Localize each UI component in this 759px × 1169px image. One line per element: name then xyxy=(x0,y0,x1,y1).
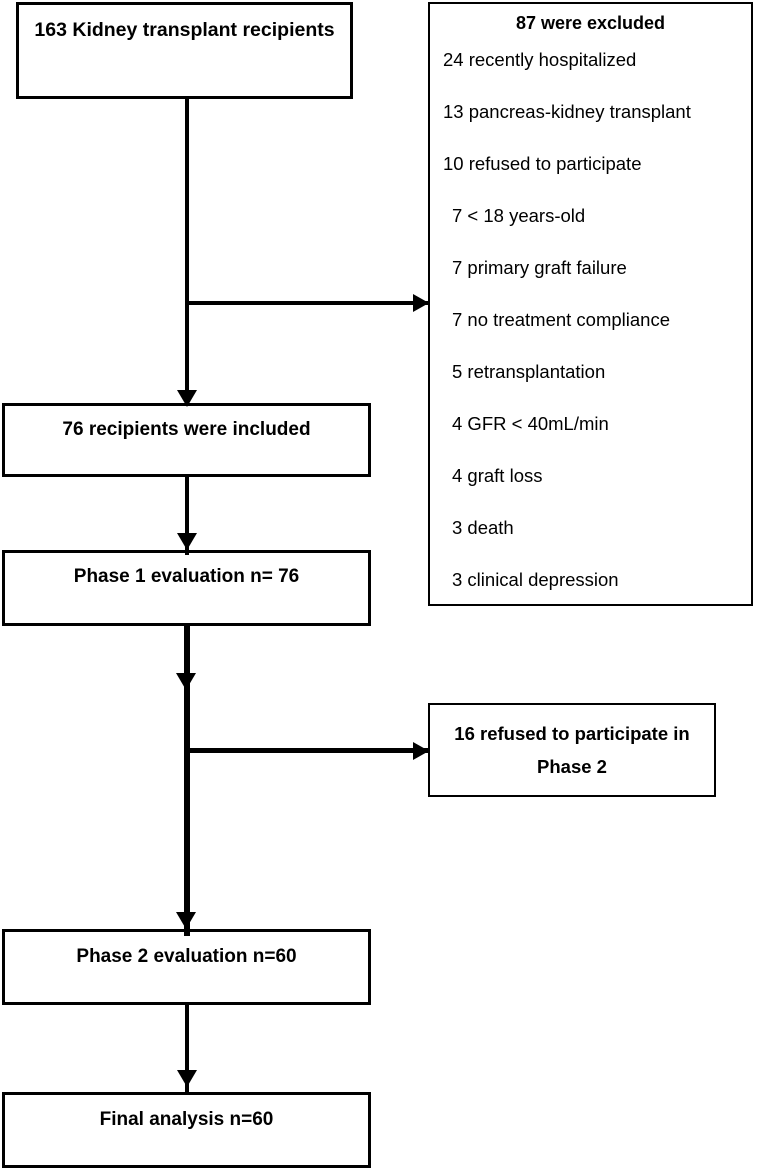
node-label: 76 recipients were included xyxy=(62,419,311,440)
node-label: 163 Kidney transplant recipients xyxy=(34,19,335,41)
exclusion-item: 5 retransplantation xyxy=(452,361,606,382)
exclusion-item: 7 < 18 years-old xyxy=(452,205,586,226)
arrowhead-down-icon xyxy=(176,912,196,929)
exclusion-item: 7 no treatment compliance xyxy=(452,309,671,330)
node-label: Phase 2 evaluation n=60 xyxy=(76,946,297,967)
connector-recipients-to-included xyxy=(185,99,189,398)
arrowhead-right-icon xyxy=(413,294,429,312)
node-exclusions: 87 were excluded 24 recently hospitalize… xyxy=(428,2,753,606)
node-label-line-2: Phase 2 xyxy=(537,756,607,777)
arrowhead-down-icon xyxy=(177,1070,197,1087)
arrowhead-down-icon xyxy=(176,673,196,690)
exclusion-item: 4 GFR < 40mL/min xyxy=(452,413,609,434)
connector-phase2-to-final xyxy=(185,1005,189,1095)
arrowhead-down-icon xyxy=(177,390,197,407)
connector-included-to-phase1 xyxy=(185,477,189,555)
node-label: Phase 1 evaluation n= 76 xyxy=(73,566,300,587)
node-recipients-included: 76 recipients were included xyxy=(2,403,371,477)
node-label-line-1: 16 refused to participate in xyxy=(454,723,690,744)
node-label: Final analysis n=60 xyxy=(99,1109,274,1130)
exclusions-heading: 87 were excluded xyxy=(515,13,666,33)
exclusion-item: 10 refused to participate xyxy=(443,153,642,174)
exclusion-item: 3 death xyxy=(452,517,514,538)
connector-to-exclusions xyxy=(188,301,430,305)
node-phase-2-evaluation: Phase 2 evaluation n=60 xyxy=(2,929,371,1005)
exclusions-list: 24 recently hospitalized 13 pancreas-kid… xyxy=(430,34,751,604)
connector-to-refused xyxy=(188,748,430,753)
node-label: 16 refused to participate in Phase 2 xyxy=(430,717,714,783)
node-phase-1-evaluation: Phase 1 evaluation n= 76 xyxy=(2,550,371,626)
arrowhead-down-icon xyxy=(177,533,197,550)
exclusion-item: 3 clinical depression xyxy=(452,569,619,590)
connector-phase1-to-phase2 xyxy=(184,626,190,936)
exclusion-item: 7 primary graft failure xyxy=(452,257,627,278)
exclusion-item: 24 recently hospitalized xyxy=(443,49,637,70)
exclusion-item: 13 pancreas-kidney transplant xyxy=(443,101,691,122)
node-refused-phase-2: 16 refused to participate in Phase 2 xyxy=(428,703,716,797)
arrowhead-right-icon xyxy=(413,742,429,760)
node-kidney-transplant-recipients: 163 Kidney transplant recipients xyxy=(16,2,353,99)
exclusion-item: 4 graft loss xyxy=(452,465,543,486)
node-final-analysis: Final analysis n=60 xyxy=(2,1092,371,1168)
